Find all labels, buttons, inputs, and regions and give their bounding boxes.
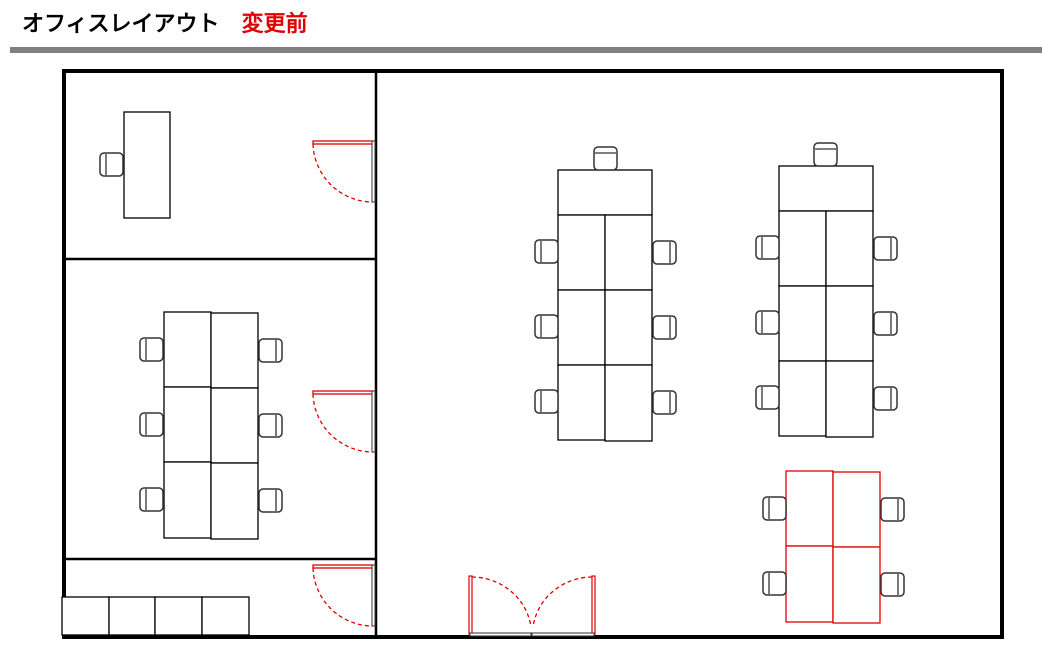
desk <box>825 360 874 438</box>
desk <box>557 364 606 441</box>
desk <box>832 471 881 548</box>
chair <box>534 239 559 264</box>
title-divider <box>10 47 1042 53</box>
chair <box>258 338 283 363</box>
chair <box>880 572 905 597</box>
storage-cabinets <box>61 596 250 636</box>
chair <box>139 412 164 437</box>
desk <box>604 289 653 366</box>
chair <box>873 386 898 411</box>
door-private-office[interactable] <box>312 140 376 203</box>
chair <box>755 385 780 410</box>
chair <box>873 311 898 336</box>
chair <box>873 236 898 261</box>
desk <box>604 214 653 291</box>
chair <box>652 240 677 265</box>
door-storage-room[interactable] <box>312 564 376 627</box>
desk-island-a <box>534 146 677 442</box>
desk <box>825 210 874 287</box>
chair <box>593 146 618 171</box>
chair <box>99 152 124 177</box>
chair <box>652 390 677 415</box>
desk <box>778 210 827 287</box>
desk <box>785 470 834 547</box>
layout-title: オフィスレイアウト <box>22 12 220 37</box>
meeting-room <box>139 311 283 540</box>
desk <box>825 285 874 362</box>
head-desk <box>557 169 653 216</box>
chair <box>762 571 787 596</box>
chair <box>139 487 164 512</box>
chair <box>534 389 559 414</box>
desk <box>210 462 259 540</box>
desk <box>163 311 212 388</box>
desk <box>210 387 259 464</box>
desk <box>210 312 259 389</box>
desk <box>604 364 653 442</box>
head-desk <box>778 165 874 212</box>
outer-walls <box>62 69 1004 639</box>
desk <box>832 546 881 624</box>
desk-island-c-changed <box>762 470 905 624</box>
chair <box>880 497 905 522</box>
private-office <box>99 111 171 219</box>
desk <box>123 111 171 219</box>
chair <box>258 413 283 438</box>
chair <box>755 235 780 260</box>
door-main-entrance[interactable] <box>468 575 596 637</box>
desk <box>163 461 212 539</box>
desk <box>557 289 606 366</box>
chair <box>139 337 164 362</box>
chair <box>534 314 559 339</box>
chair <box>652 315 677 340</box>
desk-island-b <box>755 142 898 438</box>
chair <box>762 496 787 521</box>
desk <box>778 285 827 362</box>
chair <box>755 310 780 335</box>
desk <box>778 360 827 437</box>
status-label: 変更前 <box>241 12 308 37</box>
chair <box>813 142 838 167</box>
desk <box>163 386 212 463</box>
desk <box>785 545 834 623</box>
desk <box>557 214 606 291</box>
door-meeting-room[interactable] <box>312 390 376 453</box>
page-title: オフィスレイアウト変更前 <box>22 6 308 38</box>
chair <box>258 488 283 513</box>
